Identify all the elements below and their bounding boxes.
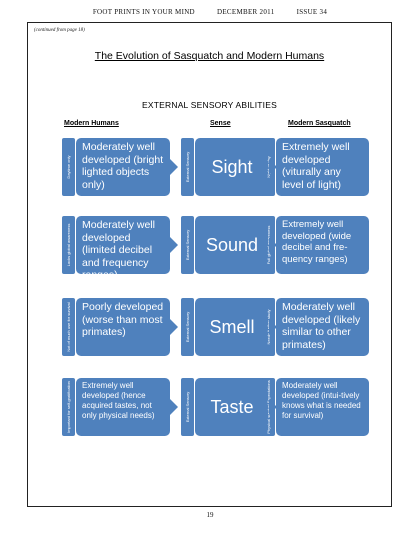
sense-category-tab: External Sensory: [181, 298, 194, 356]
sense-category-label: External Sensory: [184, 311, 190, 343]
page-frame: (continued from page 18) The Evolution o…: [27, 22, 392, 507]
sense-name-box: Sound: [195, 216, 269, 274]
issue-date: DECEMBER 2011: [216, 8, 275, 16]
human-context-tab: Not of much use for survival: [62, 298, 75, 356]
human-context-label: Daytime only: [65, 155, 71, 179]
diagram-subtitle: EXTERNAL SENSORY ABILITIES: [142, 100, 277, 110]
sense-row-smell: Not of much use for survival Poorly deve…: [28, 298, 391, 358]
arrow-right-icon: [269, 159, 277, 175]
continued-note: (continued from page 18): [34, 28, 85, 33]
human-ability-box: Poorly developed (worse than most primat…: [76, 298, 170, 356]
human-ability-box: Moderately well developed (limited decib…: [76, 216, 170, 281]
arrow-right-icon: [170, 237, 178, 253]
sense-row-taste: Important for self-gratification Extreme…: [28, 378, 391, 438]
human-context-tab: Important for self-gratification: [62, 378, 75, 436]
page-number: 19: [206, 511, 214, 519]
sense-name-box: Smell: [195, 298, 269, 356]
human-ability-box: Moderately well developed (bright lighte…: [76, 138, 170, 196]
human-context-label: Important for self-gratification: [65, 381, 71, 433]
sense-category-label: External Sensory: [184, 229, 190, 261]
sense-name-box: Sight: [195, 138, 269, 196]
sasquatch-context-tab: Needs further study: [262, 298, 275, 356]
human-ability-box: Extremely well developed (hence acquired…: [76, 378, 170, 436]
sasquatch-context-tab: Full global awareness: [262, 216, 275, 274]
arrow-right-icon: [269, 319, 277, 335]
human-context-label: Not of much use for survival: [65, 302, 71, 352]
column-header-sasquatch: Modern Sasquatch: [288, 120, 351, 127]
sasquatch-ability-box: Extremely well developed (wide decibel a…: [276, 216, 369, 274]
sense-category-tab: External Sensory: [181, 378, 194, 436]
arrow-right-icon: [170, 159, 178, 175]
column-header-sense: Sense: [210, 120, 231, 127]
sasquatch-context-tab: Physical survival Expectations: [262, 378, 275, 436]
publication-name: FOOT PRINTS IN YOUR MIND: [92, 8, 195, 16]
sasquatch-ability-box: Moderately well developed (intui-tively …: [276, 378, 369, 436]
arrow-right-icon: [269, 237, 277, 253]
issue-number: ISSUE 34: [296, 8, 328, 16]
sasquatch-ability-box: Extremely well developed (viturally any …: [276, 138, 369, 196]
arrow-right-icon: [170, 399, 178, 415]
sense-category-tab: External Sensory: [181, 216, 194, 274]
sense-row-sound: Lacks global awareness Moderately well d…: [28, 216, 391, 281]
sense-category-label: External Sensory: [184, 391, 190, 423]
sense-category-tab: External Sensory: [181, 138, 194, 196]
sense-name-box: Taste: [195, 378, 269, 436]
human-context-label: Lacks global awareness: [65, 223, 71, 267]
running-header: FOOT PRINTS IN YOUR MIND DECEMBER 2011 I…: [0, 8, 420, 16]
human-context-tab: Daytime only: [62, 138, 75, 196]
arrow-right-icon: [269, 399, 277, 415]
article-title: The Evolution of Sasquatch and Modern Hu…: [94, 50, 325, 62]
sense-category-label: External Sensory: [184, 151, 190, 183]
human-context-tab: Lacks global awareness: [62, 216, 75, 274]
sasquatch-ability-box: Moderately well developed (likely simila…: [276, 298, 369, 356]
sasquatch-context-tab: Night or day: [262, 138, 275, 196]
sense-row-sight: Daytime only Moderately well developed (…: [28, 138, 391, 198]
column-header-humans: Modern Humans: [64, 120, 119, 127]
arrow-right-icon: [170, 319, 178, 335]
